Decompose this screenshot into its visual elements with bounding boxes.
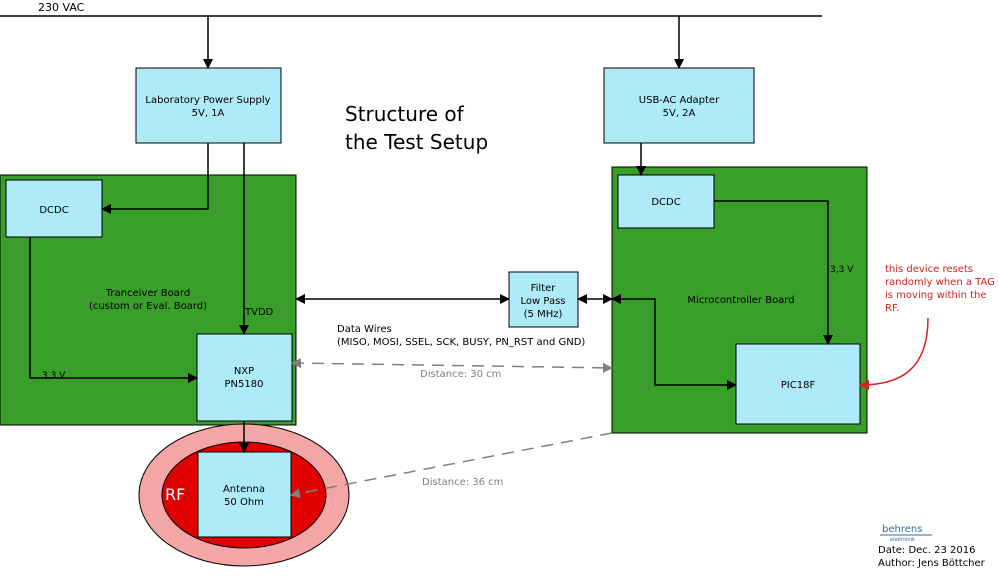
author-label: Author: Jens Böttcher [878, 558, 986, 569]
microcontroller-pic-wire [611, 294, 737, 390]
right-voltage-label: 3,3 V [830, 265, 854, 275]
nxp-label: NXP [234, 366, 254, 377]
date-label: Date: Dec. 23 2016 [878, 545, 976, 556]
right-dcdc-box [617, 174, 715, 229]
annotation-line-2: randomly when a TAG [885, 277, 995, 288]
right-3v3-arrow [714, 200, 833, 345]
filter-type-label: Low Pass [521, 296, 566, 307]
lab-supply-rating: 5V, 1A [192, 108, 225, 119]
antenna-impedance-label: 50 Ohm [224, 497, 264, 508]
data-wires-label: Data Wires [337, 324, 392, 335]
pic-label: PIC18F [781, 380, 816, 391]
left-dcdc-label: DCDC [39, 205, 68, 216]
logo-name: behrens [882, 524, 922, 535]
distance-30-label: Distance: 30 cm [420, 369, 501, 380]
lab-supply-to-dcdc-arrow [101, 143, 209, 214]
title-line-1: Structure of [345, 102, 465, 126]
logo-sub: elektronik [890, 537, 915, 543]
lab-supply-name: Laboratory Power Supply [145, 95, 270, 106]
annotation-arrow [859, 317, 929, 390]
mains-label: 230 VAC [38, 1, 85, 14]
annotation-line-4: RF. [885, 303, 899, 314]
usb-ac-adapter-box [603, 67, 755, 144]
lab-power-supply-box [135, 67, 282, 144]
distance-30-line [291, 358, 613, 373]
filter-label: Filter [531, 283, 557, 294]
left-3v3-arrow [29, 237, 198, 383]
rf-label: RF [165, 485, 185, 504]
annotation-line-3: is moving within the [885, 290, 987, 301]
distance-36-line [290, 432, 613, 499]
transceiver-board-sublabel: (custom or Eval. Board) [89, 301, 207, 312]
annotation-line-1: this device resets [885, 264, 973, 275]
filter-box [508, 271, 579, 328]
behrens-logo: behrens elektronik [880, 524, 932, 543]
usb-adapter-name: USB-AC Adapter [639, 95, 720, 106]
left-dcdc-box [5, 179, 103, 238]
tvdd-label: TVDD [244, 307, 274, 318]
title-line-2: the Test Setup [345, 130, 488, 154]
distance-36-label: Distance: 36 cm [422, 477, 503, 488]
usb-adapter-rating: 5V, 2A [663, 108, 696, 119]
right-dcdc-label: DCDC [651, 197, 680, 208]
microcontroller-board-label: Microcontroller Board [687, 295, 794, 306]
nxp-pn5180-box [196, 333, 293, 422]
data-wires-list: (MISO, MOSI, SSEL, SCK, BUSY, PN_RST and… [337, 337, 585, 348]
pic18f-box [735, 343, 861, 425]
transceiver-board-label: Tranceiver Board [105, 288, 190, 299]
left-voltage-label: 3,3 V [42, 371, 66, 381]
nxp-part-label: PN5180 [225, 379, 264, 390]
antenna-label: Antenna [223, 484, 265, 495]
filter-frequency-label: (5 MHz) [524, 309, 563, 320]
